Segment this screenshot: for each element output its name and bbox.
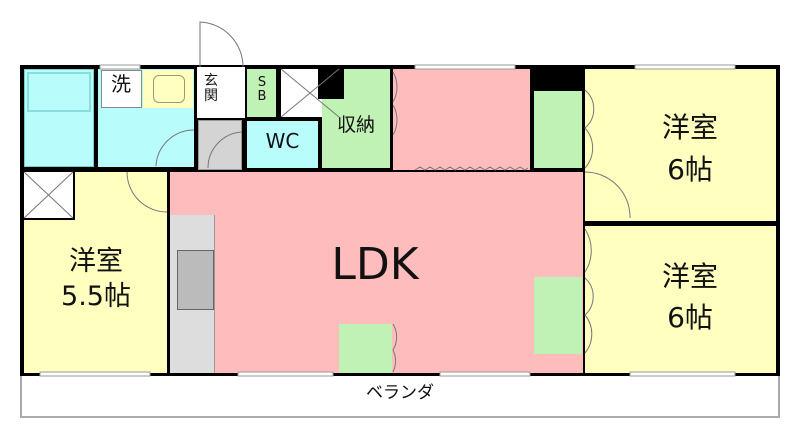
entrance-door <box>199 21 244 68</box>
washroom-door <box>155 129 195 167</box>
ldk-right-strip <box>530 172 583 274</box>
window-bottom-right <box>629 371 736 377</box>
western-bottom-right-size: 6帖 <box>667 301 713 334</box>
storage-door <box>392 71 398 136</box>
window-wash <box>99 64 141 70</box>
entrance <box>197 67 245 118</box>
shoe-box-label: S B <box>257 75 267 104</box>
window-top-right <box>634 64 736 70</box>
toilet-door <box>207 131 243 169</box>
bathtub <box>27 72 91 112</box>
bottom-right-closet-doors <box>584 277 594 354</box>
western-room-bottom-right <box>585 226 776 373</box>
shoe-box <box>247 69 276 117</box>
closet-bottom-right <box>534 277 582 354</box>
western-room-top-right <box>585 69 776 221</box>
sink-bowl <box>153 75 185 103</box>
entrance-floor <box>198 120 242 170</box>
western-room-left-lower <box>24 220 167 373</box>
window-bottom-ldk <box>237 371 334 377</box>
top-right-room-door <box>584 171 631 219</box>
toilet <box>247 121 318 168</box>
washroom-label: 洗 <box>111 72 131 96</box>
left-room-door <box>126 171 168 213</box>
entrance-label: 玄 関 <box>204 73 218 104</box>
washing-machine-space <box>101 70 142 108</box>
top-right-closet-doors <box>584 89 595 169</box>
window-bottom-ldk-2 <box>439 371 531 377</box>
western-left-name: 洋室 <box>69 246 123 277</box>
western-top-right-name: 洋室 <box>661 111 718 144</box>
storage-notch <box>318 65 344 99</box>
storage-label: 収納 <box>336 114 375 136</box>
western-bottom-right-name: 洋室 <box>661 260 718 293</box>
ldk-closet <box>339 324 392 373</box>
window-bottom-left <box>39 371 151 377</box>
balcony <box>20 373 780 418</box>
ldk-closet-door <box>392 323 398 373</box>
balcony-label: ベランダ <box>366 383 434 403</box>
folding-partition <box>414 166 529 171</box>
window-top-ldk <box>414 64 516 70</box>
western-top-right-size: 6帖 <box>667 153 713 186</box>
ldk-label: LDK <box>331 239 419 290</box>
kitchen-sink <box>177 250 214 310</box>
toilet-label: WC <box>265 129 300 153</box>
bathroom <box>24 69 94 167</box>
closet-top-right <box>534 91 582 168</box>
western-left-size: 5.5帖 <box>61 281 131 312</box>
closet-left-x-lines <box>23 171 74 219</box>
closet-x-lines <box>280 68 340 118</box>
ldk-upper <box>393 69 530 170</box>
bottom-right-room-door <box>584 228 592 273</box>
closet-x-top-notch <box>281 69 318 117</box>
